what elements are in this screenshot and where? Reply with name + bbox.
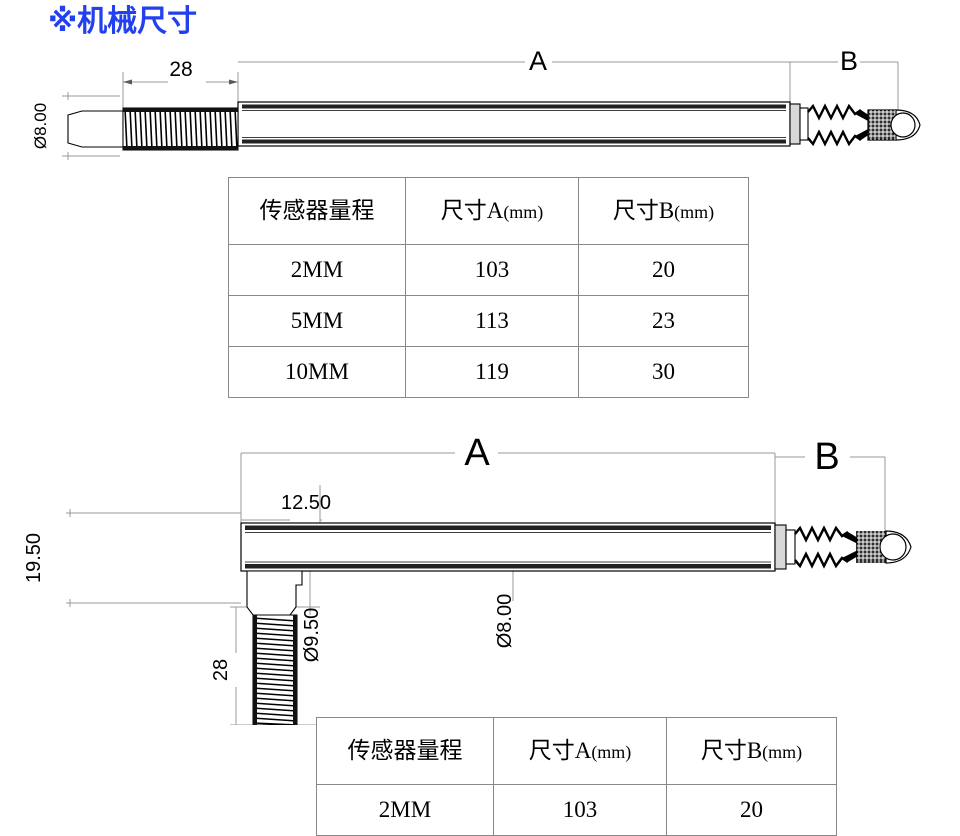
table-row: 2MM 103 20	[316, 784, 837, 836]
dim-label-body-diameter: Ø8.00	[31, 103, 50, 149]
page-title: ※机械尺寸	[48, 5, 198, 38]
dim-label-tip-length-b: B	[814, 436, 839, 478]
header-dimension-b-text: 尺寸B	[612, 198, 675, 224]
dim-label-thread-length: 28	[169, 58, 192, 81]
dim-label-stem-diameter: Ø9.50	[301, 608, 323, 662]
sensor-body-outline	[240, 522, 776, 572]
header-dimension-b-unit: (mm)	[762, 742, 803, 763]
header-dimension-b-text: 尺寸B	[700, 738, 763, 764]
dim-label-tip-length-b: B	[840, 46, 858, 76]
cell-dim-b: 30	[578, 346, 749, 398]
top-view-dimension-arrows	[123, 79, 238, 85]
cell-range: 5MM	[228, 295, 406, 347]
top-view-drawing: 28 A B Ø8.00	[31, 46, 921, 160]
sensor-body-outline	[237, 101, 791, 147]
dim-label-stem-offset: 12.50	[281, 492, 331, 514]
dim-label-body-length-a: A	[464, 432, 490, 474]
header-dimension-a: 尺寸A(mm)	[405, 177, 579, 245]
cell-dim-b: 20	[666, 784, 837, 836]
header-dimension-b-unit: (mm)	[674, 202, 715, 223]
header-dimension-a-unit: (mm)	[591, 742, 632, 763]
header-dimension-b: 尺寸B(mm)	[578, 177, 749, 245]
cell-range: 2MM	[228, 244, 406, 296]
threaded-stem-vertical	[246, 570, 303, 725]
cell-dim-a: 119	[405, 346, 579, 398]
cell-range: 10MM	[228, 346, 406, 398]
cell-dim-a: 103	[493, 784, 667, 836]
spec-table-bottom: 传感器量程 尺寸A(mm) 尺寸B(mm) 2MM 103 20	[316, 717, 837, 836]
header-dimension-a-unit: (mm)	[503, 202, 544, 223]
spec-table-top: 传感器量程 尺寸A(mm) 尺寸B(mm) 2MM 103 20 5MM 113…	[228, 177, 749, 398]
cell-dim-b: 20	[578, 244, 749, 296]
knurl-pattern	[857, 531, 885, 563]
header-dimension-a: 尺寸A(mm)	[493, 717, 667, 785]
header-dimension-b: 尺寸B(mm)	[666, 717, 837, 785]
header-sensor-range: 传感器量程	[228, 177, 406, 245]
header-dimension-a-text: 尺寸A	[440, 198, 504, 224]
mechanical-dimensions-page: ※机械尺寸	[23, 5, 921, 836]
table-row: 10MM 119 30	[228, 346, 749, 398]
table-header-row: 传感器量程 尺寸A(mm) 尺寸B(mm)	[228, 177, 749, 245]
side-view-drawing: A B 12.50 19.50 28 Ø9.50 Ø8.00	[23, 432, 912, 725]
cell-dim-a: 103	[405, 244, 579, 296]
header-dimension-a-text: 尺寸A	[528, 738, 592, 764]
cell-dim-b: 23	[578, 295, 749, 347]
threaded-stem	[67, 107, 239, 151]
table-row: 5MM 113 23	[228, 295, 749, 347]
side-view-dimension-lines	[66, 452, 886, 725]
header-sensor-range: 传感器量程	[316, 717, 494, 785]
table-header-row: 传感器量程 尺寸A(mm) 尺寸B(mm)	[316, 717, 837, 785]
spring-probe-tip	[789, 103, 921, 147]
dim-label-stem-thread-length: 28	[210, 659, 232, 681]
dim-label-body-length-a: A	[529, 46, 547, 76]
cell-range: 2MM	[316, 784, 494, 836]
cell-dim-a: 113	[405, 295, 579, 347]
table-row: 2MM 103 20	[228, 244, 749, 296]
spring-probe-tip	[774, 524, 912, 570]
dim-label-body-diameter: Ø8.00	[494, 594, 516, 648]
dim-label-body-height: 19.50	[23, 533, 45, 583]
